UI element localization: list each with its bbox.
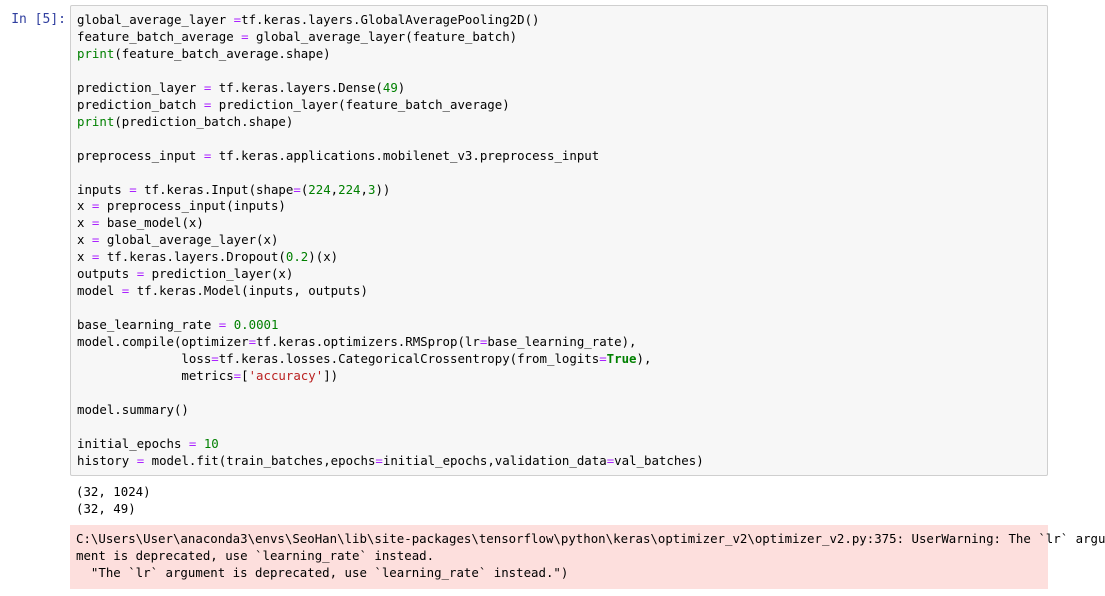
code-line[interactable]: x = preprocess_input(inputs) (77, 198, 286, 214)
code-line[interactable]: x = tf.keras.layers.Dropout(0.2)(x) (77, 249, 339, 265)
code-editor[interactable]: global_average_layer =tf.keras.layers.Gl… (70, 5, 1048, 476)
code-line[interactable]: prediction_batch = prediction_layer(feat… (77, 96, 510, 112)
code-line[interactable]: loss=tf.keras.losses.CategoricalCrossent… (77, 351, 652, 367)
code-line[interactable]: global_average_layer =tf.keras.layers.Gl… (77, 12, 540, 27)
code-line[interactable]: prediction_layer = tf.keras.layers.Dense… (77, 79, 406, 95)
stdout-line: (32, 1024) (76, 484, 151, 499)
code-line[interactable]: x = base_model(x) (77, 215, 204, 231)
code-line[interactable]: history = model.fit(train_batches,epochs… (77, 452, 704, 468)
code-line[interactable]: initial_epochs = 10 (77, 435, 219, 451)
stderr-line: "The `lr` argument is deprecated, use `l… (76, 564, 569, 580)
stdout-output: (32, 1024) (32, 49) (76, 484, 151, 518)
code-line[interactable]: outputs = prediction_layer(x) (77, 266, 294, 282)
stderr-output: C:\Users\User\anaconda3\envs\SeoHan\lib\… (70, 525, 1105, 589)
stderr-line: ment is deprecated, use `learning_rate` … (76, 547, 435, 563)
code-line[interactable]: inputs = tf.keras.Input(shape=(224,224,3… (77, 181, 391, 197)
code-line[interactable]: model.summary() (77, 401, 189, 417)
code-line[interactable]: model = tf.keras.Model(inputs, outputs) (77, 283, 368, 299)
code-line[interactable]: metrics=['accuracy']) (77, 368, 339, 384)
code-line[interactable]: feature_batch_average = global_average_l… (77, 28, 518, 44)
code-line[interactable]: preprocess_input = tf.keras.applications… (77, 147, 600, 163)
code-line[interactable]: print(feature_batch_average.shape) (77, 45, 331, 61)
code-line[interactable]: base_learning_rate = 0.0001 (77, 317, 279, 333)
stderr-line: C:\Users\User\anaconda3\envs\SeoHan\lib\… (76, 531, 1105, 546)
code-line[interactable]: print(prediction_batch.shape) (77, 113, 294, 129)
code-line[interactable]: x = global_average_layer(x) (77, 232, 279, 248)
code-text[interactable]: global_average_layer =tf.keras.layers.Gl… (77, 12, 704, 470)
stdout-line: (32, 49) (76, 500, 136, 516)
stderr-text: C:\Users\User\anaconda3\envs\SeoHan\lib\… (76, 531, 1105, 582)
input-prompt: In [5]: (11, 12, 66, 27)
code-line[interactable]: model.compile(optimizer=tf.keras.optimiz… (77, 334, 637, 350)
